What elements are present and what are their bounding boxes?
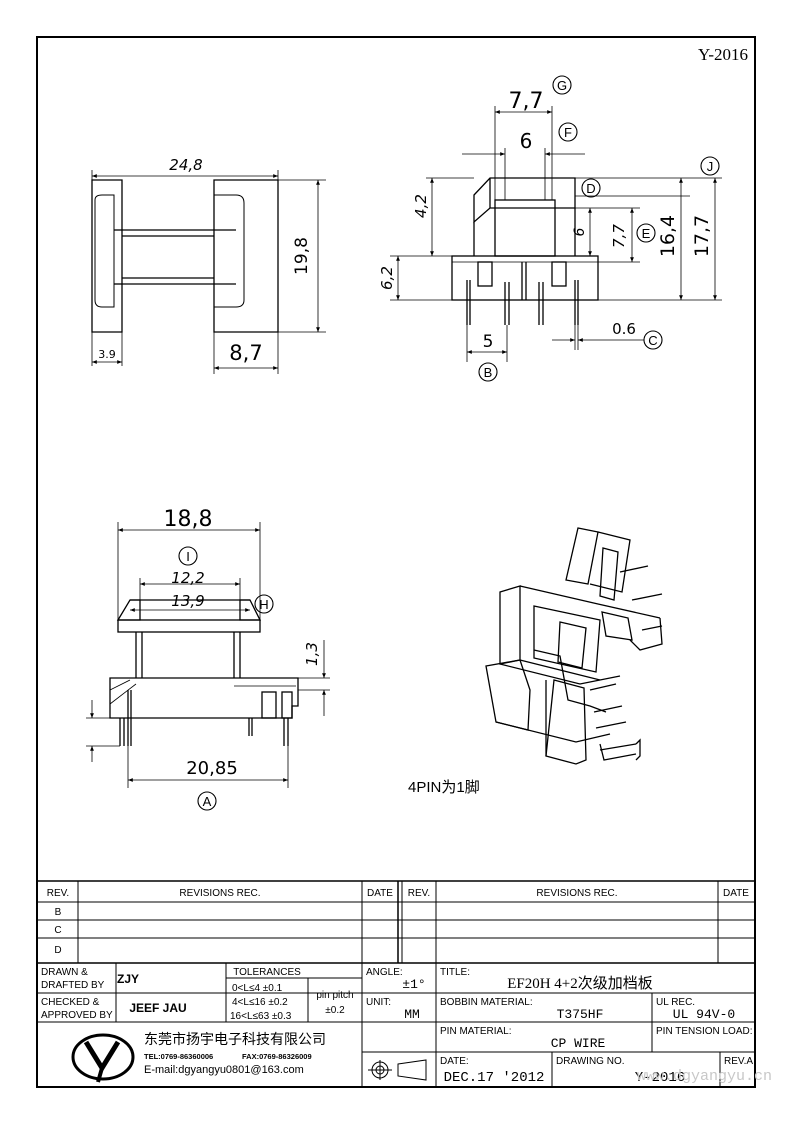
dim-side-7-7: 7,7 <box>509 89 544 114</box>
angle-label: ANGLE: <box>366 967 403 978</box>
rev-row-d: D <box>54 945 61 956</box>
marker-d <box>581 178 601 198</box>
dim-front-20-85: 20,85 <box>186 758 238 779</box>
dim-front-1-3: 1,3 <box>303 642 321 666</box>
dim-side-6: 6 <box>520 129 533 153</box>
marker-f <box>558 122 578 142</box>
marker-c <box>643 330 663 350</box>
front-view <box>86 522 330 788</box>
drawing-no-value: Y-2016 <box>635 1070 685 1086</box>
dim-front-13-9: 13,9 <box>171 592 204 610</box>
pin-note: 4PIN为1脚 <box>408 779 480 796</box>
dim-side-16-4: 16,4 <box>657 215 679 257</box>
marker-a <box>197 791 217 811</box>
title-label: TITLE: <box>440 967 470 978</box>
dim-top-flange: 8,7 <box>229 341 262 365</box>
drawn-label-2: DRAFTED BY <box>41 980 105 991</box>
checked-label-2: APPROVED BY <box>41 1010 113 1021</box>
watermark: www.dgyangyu.cn <box>637 1068 772 1085</box>
unit-label: UNIT: <box>366 997 391 1008</box>
dim-front-12-2: 12,2 <box>171 569 204 587</box>
date-header-left: DATE <box>367 888 393 899</box>
marker-i-label: I <box>186 549 190 564</box>
rec-header-left: REVISIONS REC. <box>179 888 260 899</box>
checked-label-1: CHECKED & <box>41 997 100 1008</box>
marker-a-label: A <box>203 794 212 809</box>
revision-table <box>37 880 755 964</box>
dim-side-4-2: 4,2 <box>412 194 430 218</box>
rev-row-c: C <box>54 925 61 936</box>
dim-side-5: 5 <box>483 332 494 352</box>
markers <box>178 75 720 811</box>
checked-by-value: JEEF JAU <box>129 1001 186 1015</box>
drawing-code-top: Y-2016 <box>698 45 748 64</box>
dim-side-6-2: 6,2 <box>378 266 396 290</box>
rev-a-label: REV.A <box>724 1056 753 1067</box>
tol-line-2: 4<L≤16 ±0.2 <box>232 997 288 1008</box>
pin-material-value: CP WIRE <box>551 1036 606 1051</box>
company-fax: FAX:0769-86326009 <box>242 1052 312 1061</box>
bobbin-label: BOBBIN MATERIAL: <box>440 997 533 1008</box>
company-logo <box>71 1033 135 1083</box>
dim-top-small: 3.9 <box>98 348 116 361</box>
marker-e-label: E <box>642 226 651 241</box>
drawn-label-1: DRAWN & <box>41 967 88 978</box>
ul-label: UL REC. <box>656 997 695 1008</box>
dim-side-6v: 6 <box>572 227 588 236</box>
isometric-view <box>485 527 663 765</box>
pin-tension-label: PIN TENSION LOAD: <box>656 1026 753 1037</box>
dim-side-7-7v: 7,7 <box>610 224 628 248</box>
ul-value: UL 94V-0 <box>673 1007 735 1022</box>
marker-g <box>552 75 572 95</box>
side-view <box>390 106 722 362</box>
marker-b-label: B <box>484 365 493 380</box>
company-tel: TEL:0769-86360006 <box>144 1052 213 1061</box>
sheet-border <box>36 36 756 1088</box>
dim-top-width: 24,8 <box>169 156 202 174</box>
marker-b <box>478 362 498 382</box>
marker-d-label: D <box>586 181 595 196</box>
date-label: DATE: <box>440 1056 469 1067</box>
dim-side-17-7: 17,7 <box>691 215 713 257</box>
rev-header-right: REV. <box>408 888 430 899</box>
tol-line-1: 0<L≤4 ±0.1 <box>232 983 283 994</box>
marker-h <box>254 594 274 614</box>
tol-line-3: 16<L≤63 ±0.3 <box>230 1011 292 1022</box>
drawn-by-value: ZJY <box>117 972 139 986</box>
tolerances-label: TOLERANCES <box>233 967 301 978</box>
date-value: DEC.17 '2012 <box>444 1070 545 1086</box>
projection-symbol <box>368 1059 427 1081</box>
marker-j <box>700 156 720 176</box>
company-email: E-mail:dgyangyu0801@163.com <box>144 1064 304 1076</box>
marker-h-label: H <box>259 597 268 612</box>
pin-pitch-label: pin pitch <box>316 990 353 1001</box>
marker-e <box>636 223 656 243</box>
dim-front-18-8: 18,8 <box>164 507 213 532</box>
rec-header-right: REVISIONS REC. <box>536 888 617 899</box>
rev-row-b: B <box>55 907 62 918</box>
dim-side-0-6: 0.6 <box>612 320 636 338</box>
dim-top-height: 19,8 <box>292 237 312 275</box>
title-value: EF20H 4+2次级加档板 <box>507 974 653 992</box>
angle-value: ±1° <box>402 977 425 992</box>
pin-material-label: PIN MATERIAL: <box>440 1026 512 1037</box>
marker-c-label: C <box>648 333 657 348</box>
marker-f-label: F <box>564 125 572 140</box>
title-block-grid <box>37 963 755 1087</box>
bobbin-value: T375HF <box>557 1007 604 1022</box>
unit-value: MM <box>404 1007 420 1022</box>
marker-j-label: J <box>707 159 714 174</box>
drawing-no-label: DRAWING NO. <box>556 1056 625 1067</box>
pin-pitch-tol: ±0.2 <box>325 1005 345 1016</box>
marker-i <box>178 546 198 566</box>
company-name: 东莞市扬宇电子科技有限公司 <box>144 1031 326 1047</box>
top-view <box>91 170 326 374</box>
date-header-right: DATE <box>723 888 749 899</box>
rev-header-left: REV. <box>47 888 69 899</box>
marker-g-label: G <box>557 78 567 93</box>
